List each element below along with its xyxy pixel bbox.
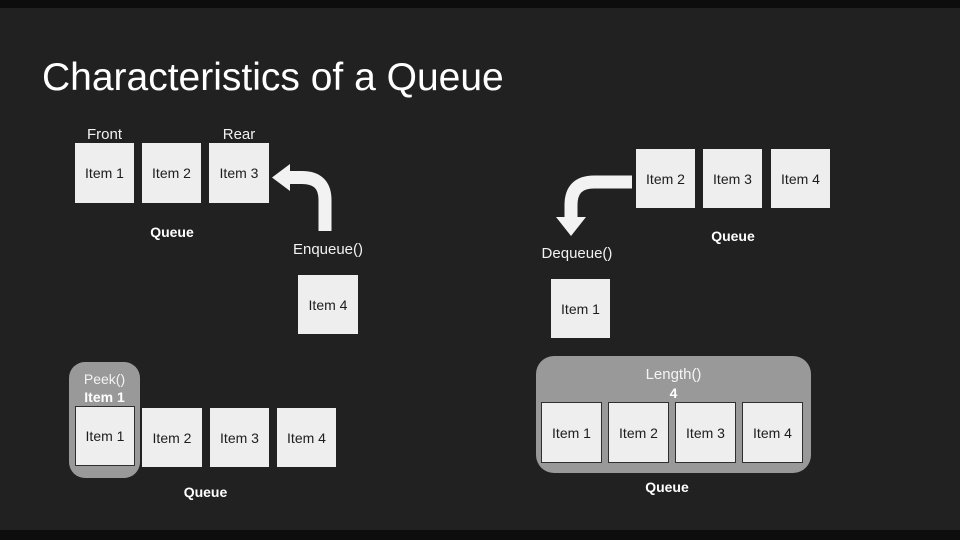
length-operation-label: Length() [645, 366, 702, 383]
length-queue-label: Queue [645, 479, 689, 495]
peek-queue-label: Queue [183, 484, 228, 500]
enqueue-queue-item-3: Item 3 [209, 143, 269, 203]
dequeue-queue-item-1: Item 2 [636, 149, 695, 208]
enqueue-curved-arrow-icon [272, 164, 332, 231]
dequeue-queue-item-3: Item 4 [771, 149, 830, 208]
letterbox-bottom [0, 530, 960, 540]
dequeue-removed-item: Item 1 [551, 279, 610, 338]
peek-queue-item-1: Item 1 [75, 406, 135, 466]
enqueue-queue-item-2: Item 2 [142, 143, 201, 203]
enqueue-operation-label: Enqueue() [292, 241, 364, 258]
peek-result: Item 1 [84, 389, 125, 405]
front-label: Front [86, 126, 122, 143]
enqueue-queue-label: Queue [150, 224, 194, 240]
length-queue-item-3: Item 3 [675, 402, 736, 463]
length-queue-item-2: Item 2 [608, 402, 669, 463]
length-queue-item-4: Item 4 [742, 402, 803, 463]
dequeue-queue-item-2: Item 3 [703, 149, 762, 208]
enqueue-incoming-item: Item 4 [298, 275, 358, 334]
dequeue-curved-arrow-icon [556, 175, 632, 236]
enqueue-queue-item-1: Item 1 [75, 143, 134, 203]
rear-label: Rear [222, 126, 256, 143]
peek-queue-item-4: Item 4 [277, 408, 336, 467]
slide-title: Characteristics of a Queue [42, 56, 504, 99]
peek-queue-item-3: Item 3 [210, 408, 269, 467]
length-queue-item-1: Item 1 [541, 402, 602, 463]
dequeue-queue-label: Queue [711, 228, 755, 244]
peek-queue-item-2: Item 2 [142, 408, 202, 467]
letterbox-top [0, 0, 960, 8]
dequeue-operation-label: Dequeue() [541, 245, 613, 262]
length-result: 4 [669, 385, 678, 401]
peek-operation-label: Peek() [83, 371, 126, 387]
